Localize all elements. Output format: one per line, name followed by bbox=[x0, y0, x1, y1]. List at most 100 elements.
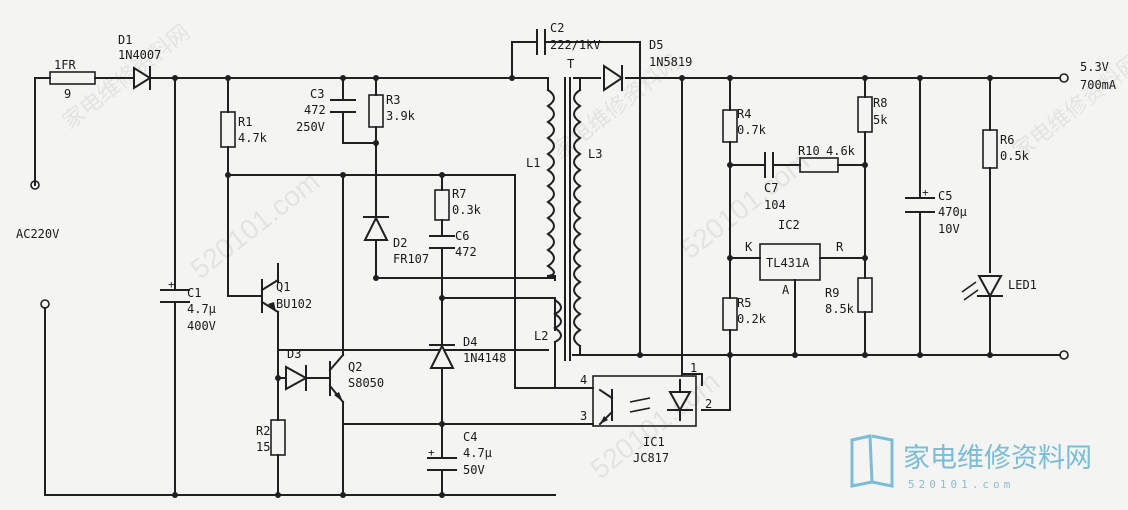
svg-text:+: + bbox=[168, 278, 175, 291]
label-d1-val: 1N4007 bbox=[118, 48, 161, 62]
label-ac: AC220V bbox=[16, 227, 59, 241]
capacitor-c4: + bbox=[427, 446, 457, 471]
label-pin-k: K bbox=[745, 240, 753, 254]
diode-d4 bbox=[429, 343, 455, 369]
label-r10: R10 bbox=[798, 144, 820, 158]
label-c1: C1 bbox=[187, 286, 201, 300]
label-ic2-val: TL431A bbox=[766, 256, 810, 270]
label-c3: C3 bbox=[310, 87, 324, 101]
junction-dots bbox=[172, 75, 993, 498]
diode-d5 bbox=[603, 64, 624, 92]
label-d2: D2 bbox=[393, 236, 407, 250]
label-pin-a: A bbox=[782, 283, 790, 297]
resistor-r1 bbox=[220, 111, 236, 148]
label-c7: C7 bbox=[764, 181, 778, 195]
site-logo: 家电维修资料网 520101.com bbox=[850, 434, 1092, 491]
label-pin4: 4 bbox=[580, 373, 587, 387]
diode-d3 bbox=[277, 365, 309, 391]
label-pin-r: R bbox=[836, 240, 844, 254]
terminals bbox=[30, 73, 1069, 360]
svg-text:+: + bbox=[428, 446, 435, 459]
capacitor-c5: + bbox=[905, 186, 935, 213]
svg-text:+: + bbox=[922, 186, 929, 199]
label-q2: Q2 bbox=[348, 360, 362, 374]
capacitor-c3 bbox=[330, 99, 356, 113]
label-pin2: 2 bbox=[705, 397, 712, 411]
led1 bbox=[961, 275, 1003, 301]
label-r10-val: 4.6k bbox=[826, 144, 856, 158]
resistor-r9 bbox=[857, 277, 873, 313]
label-r6: R6 bbox=[1000, 133, 1014, 147]
label-d5-val: 1N5819 bbox=[649, 55, 692, 69]
label-r7: R7 bbox=[452, 187, 466, 201]
label-l1: L1 bbox=[526, 156, 540, 170]
label-r2: R2 bbox=[256, 424, 270, 438]
resistor-r7 bbox=[434, 189, 450, 221]
optocoupler-ic1 bbox=[592, 375, 697, 427]
watermark-text: 家电维修资料网 bbox=[1008, 50, 1128, 165]
label-c1-val2: 400V bbox=[187, 319, 216, 333]
watermark-url: 520101.com bbox=[585, 365, 726, 484]
label-r2-val: 15 bbox=[256, 440, 270, 454]
label-ic2: IC2 bbox=[778, 218, 800, 232]
label-c2: C2 bbox=[550, 21, 564, 35]
label-c5: C5 bbox=[938, 189, 952, 203]
transistor-q1 bbox=[260, 278, 280, 314]
resistor-r6 bbox=[982, 129, 998, 169]
label-c1-val1: 4.7µ bbox=[187, 302, 216, 316]
label-ic1-val: JC817 bbox=[633, 451, 669, 465]
watermark-url: 520101.com bbox=[185, 165, 326, 284]
label-c4-val1: 4.7µ bbox=[463, 446, 492, 460]
label-fuse: 1FR bbox=[54, 58, 76, 72]
logo-url: 520101.com bbox=[908, 478, 1014, 491]
label-d4-val: 1N4148 bbox=[463, 351, 506, 365]
label-r5-val: 0.2k bbox=[737, 312, 767, 326]
diode-d2 bbox=[363, 215, 389, 241]
label-c5-val1: 470µ bbox=[938, 205, 967, 219]
label-d3: D3 bbox=[287, 347, 301, 361]
label-c3-val1: 472 bbox=[304, 103, 326, 117]
label-r8: R8 bbox=[873, 96, 887, 110]
label-r1-val: 4.7k bbox=[238, 131, 268, 145]
label-r9: R9 bbox=[825, 286, 839, 300]
label-led: LED1 bbox=[1008, 278, 1037, 292]
label-c6-val: 472 bbox=[455, 245, 477, 259]
capacitor-c2 bbox=[536, 29, 546, 55]
label-out-v: 5.3V bbox=[1080, 60, 1109, 74]
label-c7-val: 104 bbox=[764, 198, 786, 212]
label-l2: L2 bbox=[534, 329, 548, 343]
label-ic1: IC1 bbox=[643, 435, 665, 449]
label-c3-val2: 250V bbox=[296, 120, 325, 134]
ac-terminal-top bbox=[30, 180, 40, 190]
label-r4-val: 0.7k bbox=[737, 123, 767, 137]
transistor-q2 bbox=[328, 353, 345, 404]
label-r7-val: 0.3k bbox=[452, 203, 482, 217]
label-d4: D4 bbox=[463, 335, 477, 349]
label-q1: Q1 bbox=[276, 280, 290, 294]
output-terminal-positive bbox=[1059, 73, 1069, 83]
capacitor-c6 bbox=[429, 235, 455, 249]
transformer-t bbox=[546, 77, 582, 389]
label-r5: R5 bbox=[737, 296, 751, 310]
label-c4: C4 bbox=[463, 430, 477, 444]
label-r1: R1 bbox=[238, 115, 252, 129]
resistor-r2 bbox=[270, 419, 286, 456]
label-r9-val: 8.5k bbox=[825, 302, 855, 316]
label-c6: C6 bbox=[455, 229, 469, 243]
label-d2-val: FR107 bbox=[393, 252, 429, 266]
label-r8-val: 5k bbox=[873, 113, 888, 127]
output-terminal-negative bbox=[1059, 350, 1069, 360]
label-pin3: 3 bbox=[580, 409, 587, 423]
label-r6-val: 0.5k bbox=[1000, 149, 1030, 163]
label-c4-val2: 50V bbox=[463, 463, 485, 477]
label-t: T bbox=[567, 57, 574, 71]
label-fuse-val: 9 bbox=[64, 87, 71, 101]
regulator-ic2 bbox=[759, 243, 821, 281]
label-out-i: 700mA bbox=[1080, 78, 1117, 92]
diode-d1 bbox=[127, 66, 157, 90]
label-d1: D1 bbox=[118, 33, 132, 47]
capacitor-c1: + bbox=[160, 278, 190, 317]
logo-text: 家电维修资料网 bbox=[903, 443, 1092, 474]
